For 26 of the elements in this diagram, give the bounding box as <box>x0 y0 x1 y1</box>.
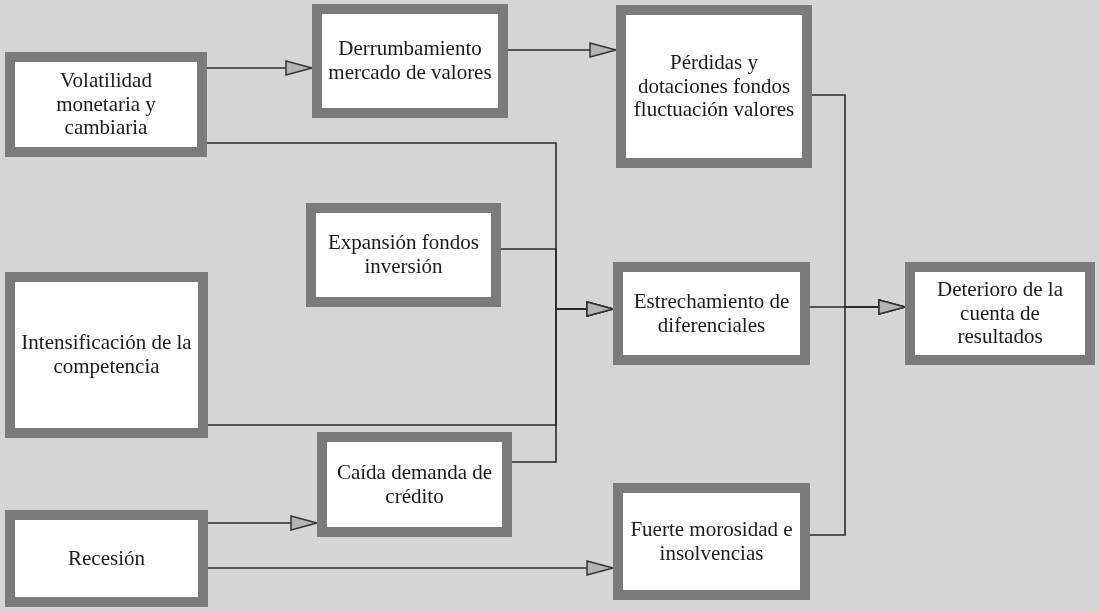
process-box <box>5 272 208 438</box>
box-label: Volatilidad monetaria y cambiaria <box>55 69 157 140</box>
arrow <box>809 299 906 536</box>
arrow <box>507 42 617 58</box>
arrow <box>207 560 614 576</box>
box-label: Pérdidas y dotaciones fondos fluctuación valores <box>632 51 796 122</box>
box-label: Recesión <box>68 546 145 571</box>
box-label: Fuerte morosidad e insolvencias <box>629 518 794 565</box>
process-box <box>306 203 501 307</box>
box-label: Caída demanda de crédito <box>335 461 494 508</box>
box-label: Intensificación de la competencia <box>20 331 193 379</box>
process-box <box>905 262 1095 365</box>
box-label: Derrumbamiento mercado de valores <box>327 37 493 85</box>
process-box <box>613 483 810 600</box>
process-box <box>613 262 810 365</box>
process-box <box>317 432 512 537</box>
box-label: Deterioro de la cuenta de resultados <box>936 278 1064 349</box>
process-box <box>616 5 812 168</box>
box-label: Estrechamiento de diferenciales <box>632 290 791 337</box>
box-label: Expansión fondos inversión <box>326 231 481 279</box>
arrow <box>207 515 318 531</box>
process-box <box>5 52 207 157</box>
arrow <box>206 60 313 76</box>
process-box <box>5 510 208 607</box>
process-box <box>312 4 508 118</box>
arrow <box>511 301 614 463</box>
